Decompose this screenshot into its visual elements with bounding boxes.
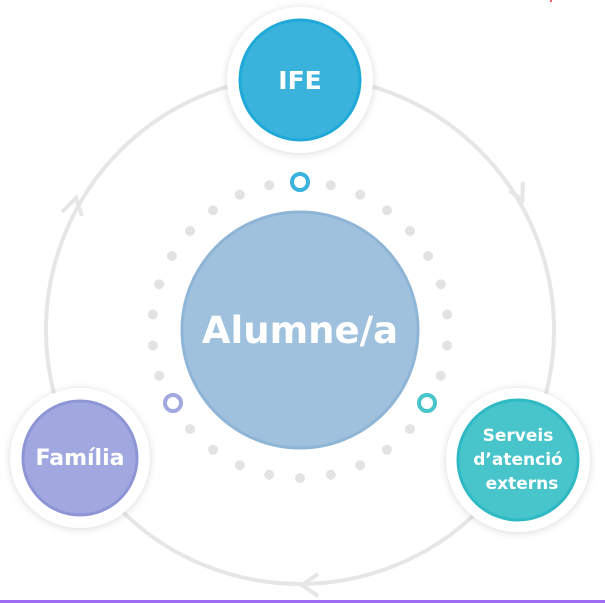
- ring-dot: [154, 279, 165, 290]
- ring-dot: [442, 309, 453, 320]
- ring-dot: [404, 225, 415, 236]
- ring-dot: [355, 460, 366, 471]
- arrow-bottom-icon: [298, 572, 320, 598]
- ring-dot: [185, 424, 196, 435]
- center-label: Alumne/a: [201, 308, 399, 352]
- ring-dot: [166, 251, 177, 261]
- center-circle: [180, 210, 420, 450]
- ring-dot: [435, 279, 446, 290]
- serveis-circle[interactable]: [456, 398, 580, 522]
- ring-dot: [404, 424, 415, 435]
- ring-dot: [154, 370, 165, 381]
- ring-dot: [381, 444, 392, 455]
- serveis-label-line2: d’atenció: [473, 450, 563, 470]
- ring-dot: [147, 340, 158, 351]
- ring-dot: [355, 189, 366, 200]
- serveis-label: Serveis d’atenció externs: [458, 420, 578, 500]
- familia-circle[interactable]: [21, 399, 139, 517]
- bottom-line: [0, 600, 605, 603]
- ring-dot: [435, 370, 446, 381]
- ring-dot: [234, 460, 245, 471]
- ring-dot: [381, 205, 392, 216]
- arrow-left-icon: [60, 194, 84, 217]
- ife-circle[interactable]: [238, 18, 362, 142]
- ring-dot: [208, 444, 219, 455]
- ife-label: IFE: [278, 65, 322, 95]
- ring-dot: [264, 469, 275, 480]
- ring-dot: [264, 180, 275, 191]
- familia-label: Família: [35, 445, 125, 471]
- serveis-label-line3: externs: [485, 474, 559, 494]
- red-dot: [550, 0, 552, 2]
- ring-dot: [147, 309, 158, 320]
- ring-dot: [185, 225, 196, 236]
- ring-dot: [208, 205, 219, 216]
- ring-dot: [234, 189, 245, 200]
- ring-dot: [325, 469, 336, 480]
- ring-dot: [442, 340, 453, 351]
- ring-dot: [325, 180, 336, 191]
- marker-ife: [290, 172, 310, 192]
- dot-ring: [147, 180, 453, 483]
- marker-familia: [163, 393, 183, 413]
- ring-dot: [295, 473, 305, 483]
- serveis-label-line1: Serveis: [482, 426, 554, 446]
- arrow-right-icon: [508, 181, 525, 204]
- ring-dot: [423, 251, 434, 261]
- marker-serveis: [417, 393, 437, 413]
